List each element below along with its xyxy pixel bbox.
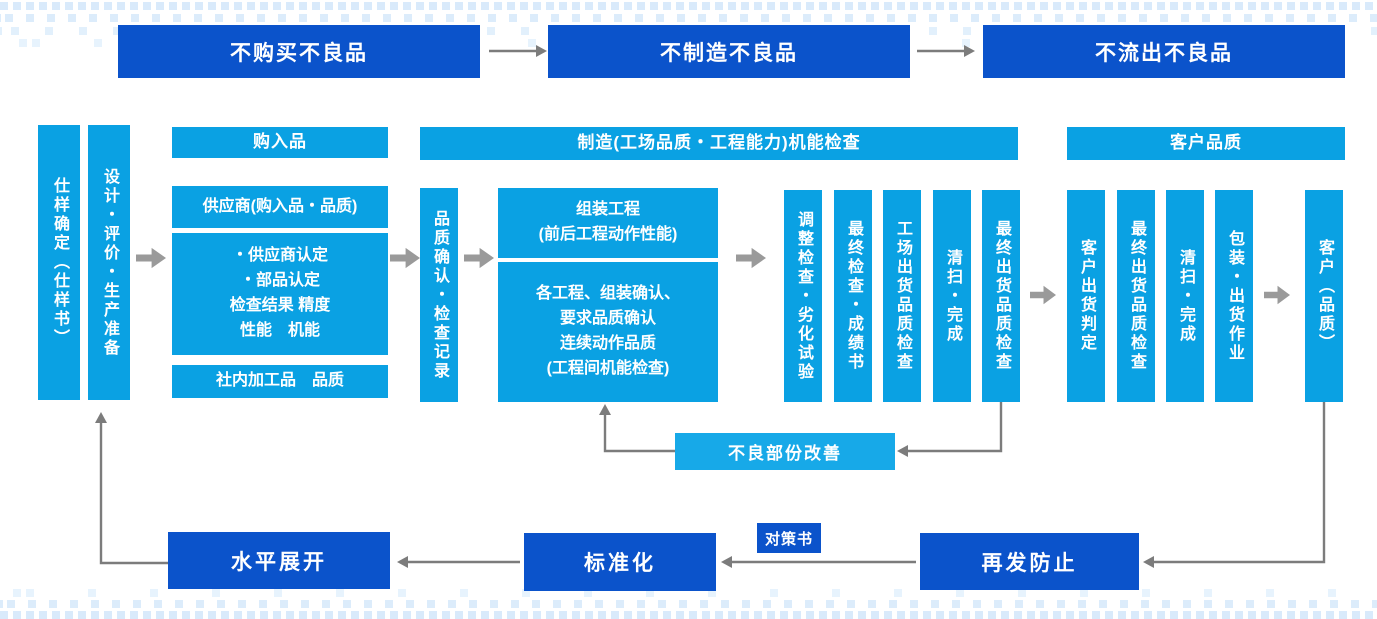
arrowhead-left-icon [397, 556, 408, 568]
arrowhead-up-icon [599, 404, 611, 415]
bar-packing-shipping-work: 包装・出货作业 [1215, 190, 1253, 402]
bar-factory-shipping-check: 工场出货品质检查 [883, 190, 921, 402]
bar-customer-quality-final: 客户（品质） [1305, 190, 1343, 402]
banner-no-ship-defects: 不流出不良品 [983, 25, 1345, 78]
detail-line: ・供应商认定 [231, 247, 328, 265]
line-finalcheck-to-improve [908, 402, 1003, 453]
process-line: 各工程、组装确认、 [535, 285, 680, 303]
box-standardization: 标准化 [524, 533, 716, 591]
bar-adjust-inspection: 调整检查・劣化试验 [784, 190, 822, 402]
header-manufacturing-check: 制造(工场品质・工程能力)机能检查 [420, 127, 1018, 160]
box-supplier-details: ・供应商认定 ・部品认定 检查结果 精度 性能 机能 [172, 233, 388, 355]
bar-customer-final-shipping-check: 最终出货品质检查 [1117, 190, 1155, 402]
arrowhead-right-icon [536, 45, 547, 57]
box-internal-processed: 社内加工品 品质 [172, 365, 388, 398]
arrowhead-left-icon [1143, 556, 1154, 568]
line-improve-to-process [603, 414, 675, 453]
detail-line: 检查结果 精度 [229, 297, 331, 314]
bar-cleaning-completion: 清扫・完成 [933, 190, 971, 402]
box-assembly-process: 组装工程 (前后工程动作性能) [498, 188, 718, 258]
bar-quality-confirm-record: 品质确认・检查记录 [420, 188, 458, 402]
line-deploy-to-design [99, 422, 168, 565]
banner-no-make-defects: 不制造不良品 [548, 25, 910, 78]
box-defect-improvement: 不良部份改善 [675, 433, 895, 470]
arrowhead-up-icon [95, 412, 107, 423]
detail-line: ・部品认定 [239, 272, 320, 290]
arrowhead-right-icon [964, 45, 975, 57]
bar-customer-cleaning-completion: 清扫・完成 [1166, 190, 1204, 402]
assembly-line: 组装工程 [575, 201, 640, 219]
header-purchased-items: 购入品 [172, 127, 388, 158]
box-supplier: 供应商(购入品・品质) [172, 186, 388, 228]
box-horizontal-deployment: 水平展开 [168, 532, 390, 589]
bar-design-evaluation: 设计・评价・生产准备 [88, 125, 130, 400]
bar-final-shipping-quality-check: 最终出货品质检查 [982, 190, 1020, 402]
bar-final-inspection-report: 最终检查・成绩书 [834, 190, 872, 402]
banner-no-buy-defects: 不购买不良品 [118, 25, 480, 78]
process-line: 要求品质确认 [559, 310, 656, 328]
process-line: 连续动作品质 [559, 335, 656, 352]
box-process-confirm: 各工程、组装确认、 要求品质确认 连续动作品质 (工程间机能检查) [498, 262, 718, 402]
arrowhead-left-icon [897, 445, 908, 457]
line-customer-to-recurrence [1153, 402, 1326, 564]
detail-line: 性能 机能 [239, 321, 320, 339]
header-customer-quality: 客户品质 [1067, 127, 1345, 160]
arrowhead-left-icon [721, 556, 732, 568]
box-recurrence-prevention: 再发防止 [920, 533, 1139, 590]
box-countermeasure-report: 对策书 [757, 523, 821, 553]
process-line: (工程间机能检查) [546, 359, 670, 377]
assembly-line: (前后工程动作性能) [538, 226, 678, 243]
bar-customer-shipping-judgement: 客户出货判定 [1067, 190, 1105, 402]
bar-spec-determination: 仕样确定（仕样书） [38, 125, 80, 400]
